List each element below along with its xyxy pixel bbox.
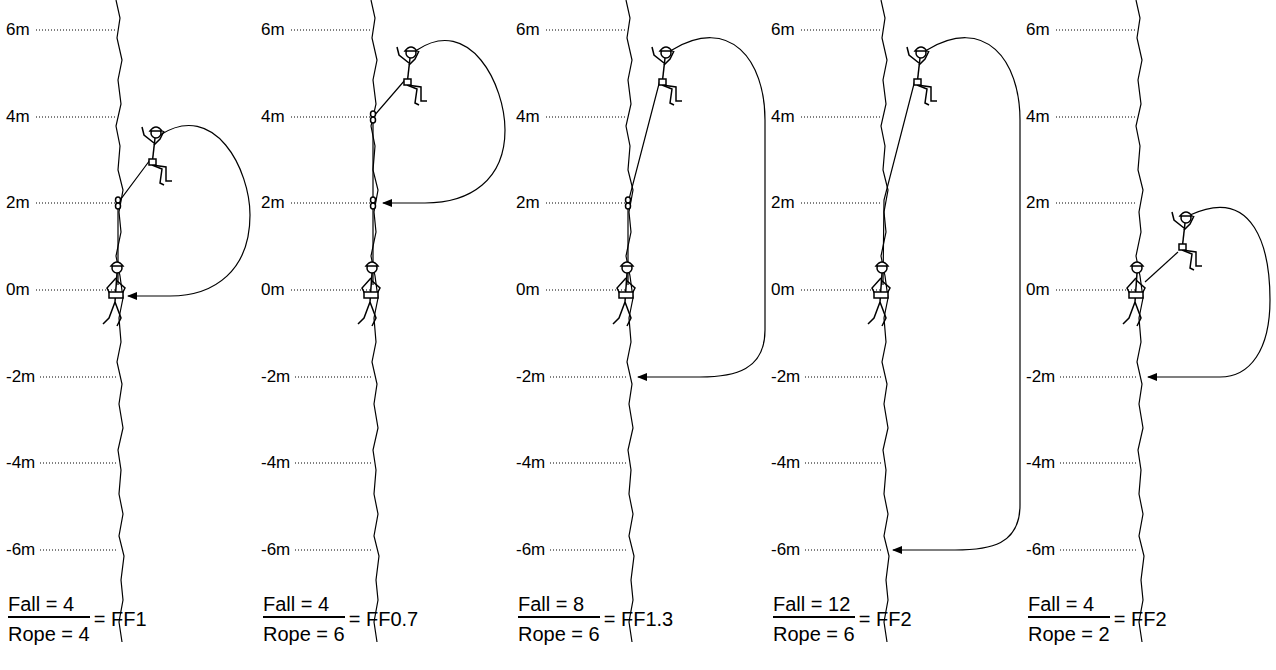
- rope-length: Rope = 4: [8, 622, 90, 646]
- height-label: 6m: [516, 20, 540, 40]
- rope-length: Rope = 2: [1028, 622, 1110, 646]
- height-label: 4m: [516, 107, 540, 127]
- height-label: 2m: [1026, 193, 1050, 213]
- height-label: -2m: [771, 367, 800, 387]
- fall-length: Fall = 4: [1028, 592, 1110, 618]
- fall-length: Fall = 4: [263, 592, 345, 618]
- height-label: 6m: [261, 20, 285, 40]
- height-label: 2m: [516, 193, 540, 213]
- height-label: 6m: [1026, 20, 1050, 40]
- fall-factor: = FF0.7: [349, 607, 418, 631]
- height-label: -4m: [261, 453, 290, 473]
- height-label: 2m: [6, 193, 30, 213]
- fall-factor: = FF1.3: [604, 607, 673, 631]
- fall-length: Fall = 4: [8, 592, 90, 618]
- rope-length: Rope = 6: [263, 622, 345, 646]
- height-label: -4m: [516, 453, 545, 473]
- fall-length: Fall = 8: [518, 592, 600, 618]
- height-label: 6m: [771, 20, 795, 40]
- height-label: 0m: [771, 280, 795, 300]
- height-label: 4m: [771, 107, 795, 127]
- rope-length: Rope = 6: [518, 622, 600, 646]
- height-label: -6m: [771, 540, 800, 560]
- height-label: -6m: [1026, 540, 1055, 560]
- height-label: -4m: [1026, 453, 1055, 473]
- height-label: 4m: [261, 107, 285, 127]
- height-label: -4m: [6, 453, 35, 473]
- height-label: 0m: [261, 280, 285, 300]
- fall-factor: = FF1: [94, 607, 147, 631]
- height-label: -6m: [516, 540, 545, 560]
- height-label: -6m: [6, 540, 35, 560]
- height-label: -6m: [261, 540, 290, 560]
- height-label: 2m: [771, 193, 795, 213]
- height-label: 0m: [6, 280, 30, 300]
- height-label: 4m: [1026, 107, 1050, 127]
- height-label: -2m: [6, 367, 35, 387]
- height-label: -4m: [771, 453, 800, 473]
- height-label: -2m: [516, 367, 545, 387]
- height-label: -2m: [1026, 367, 1055, 387]
- rope-length: Rope = 6: [773, 622, 855, 646]
- height-label: 6m: [6, 20, 30, 40]
- fall-factor: = FF2: [859, 607, 912, 631]
- height-label: 0m: [1026, 280, 1050, 300]
- fall-factor: = FF2: [1114, 607, 1167, 631]
- height-label: -2m: [261, 367, 290, 387]
- height-label: 4m: [6, 107, 30, 127]
- height-label: 0m: [516, 280, 540, 300]
- height-label: 2m: [261, 193, 285, 213]
- fall-length: Fall = 12: [773, 592, 855, 618]
